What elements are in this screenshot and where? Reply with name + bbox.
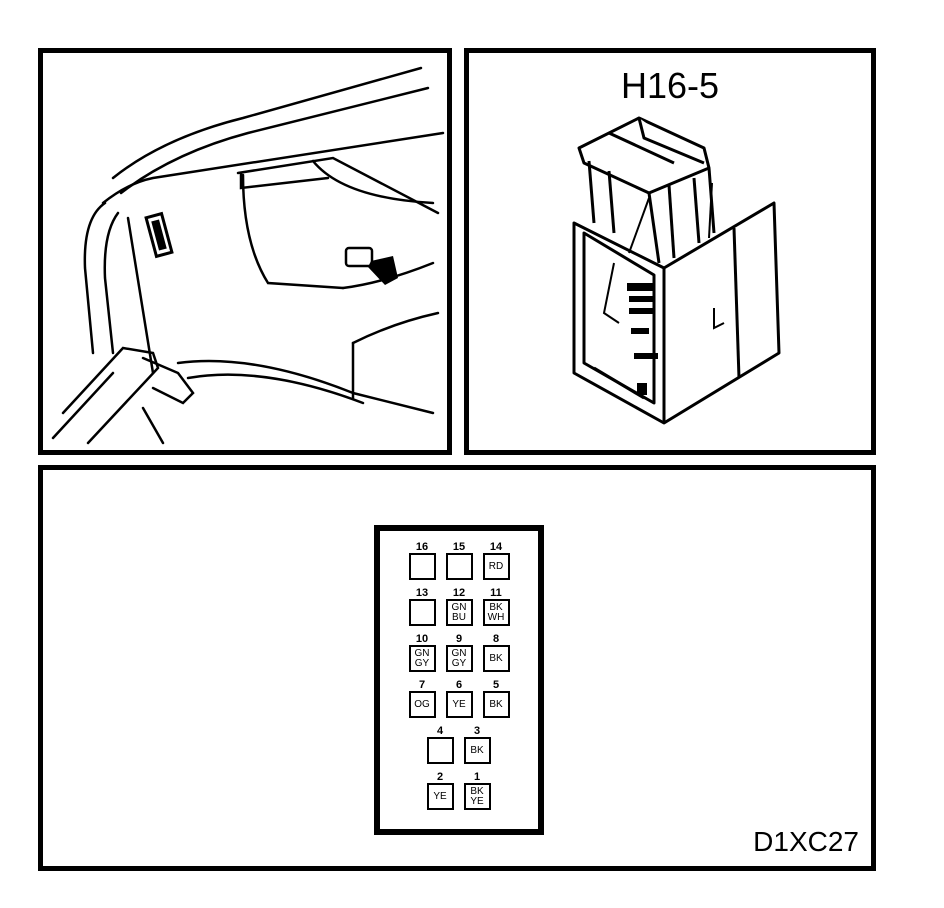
pin-number: 5 — [492, 679, 500, 691]
pin-number: 7 — [418, 679, 426, 691]
diagram-id: D1XC27 — [753, 826, 859, 857]
pin-number: 4 — [436, 725, 444, 737]
pin-cavity — [426, 737, 454, 764]
pin-number: 3 — [473, 725, 481, 737]
pin-cavity: YE — [426, 783, 454, 810]
pin-13: 13 — [402, 587, 442, 626]
pin-cavity: RD — [482, 553, 510, 580]
pin-number: 14 — [489, 541, 503, 553]
pin-cavity: BK — [482, 645, 510, 672]
connector-housing-illustration — [572, 116, 781, 425]
pin-number: 2 — [436, 771, 444, 783]
pin-15: 15 — [439, 541, 479, 580]
pin-number: 16 — [415, 541, 429, 553]
wire-color-code: GN — [451, 647, 467, 659]
pin-cavity: BK — [482, 691, 510, 718]
pin-number: 8 — [492, 633, 500, 645]
wire-color-code: GY — [451, 657, 467, 669]
pin-cavity — [408, 599, 436, 626]
pin-4: 4 — [420, 725, 460, 764]
pin-number: 15 — [452, 541, 466, 553]
pin-16: 16 — [402, 541, 442, 580]
location-panel — [38, 48, 452, 455]
pin-number: 13 — [415, 587, 429, 599]
connector-housing-panel: H16-5 — [464, 48, 876, 455]
wire-color-code: YE — [470, 795, 484, 807]
wire-color-code: GN — [414, 647, 430, 659]
wire-color-code: WH — [487, 611, 505, 623]
wire-color-code: OG — [414, 698, 430, 710]
pin-cavity — [408, 553, 436, 580]
vehicle-trunk-location-illustration — [51, 66, 445, 445]
wire-color-code: YE — [433, 790, 447, 802]
wire-color-code: YE — [452, 698, 466, 710]
pin-cavity: OG — [408, 691, 436, 718]
wire-color-code: BK — [489, 601, 503, 613]
pin-cavity: YE — [445, 691, 473, 718]
wire-color-code: BK — [489, 652, 503, 664]
wire-color-code: GN — [451, 601, 467, 613]
pin-cavity: BK — [463, 737, 491, 764]
connector-id-title: H16-5 — [620, 65, 720, 106]
pin-cavity — [445, 553, 473, 580]
wire-color-code: BK — [470, 785, 484, 797]
pin-number: 9 — [455, 633, 463, 645]
pin-number: 10 — [415, 633, 429, 645]
wire-color-code: BK — [489, 698, 503, 710]
pin-number: 11 — [490, 587, 502, 599]
wire-color-code: RD — [488, 560, 504, 572]
pin-number: 1 — [473, 771, 481, 783]
wire-color-code: GY — [414, 657, 430, 669]
wire-color-code: BK — [470, 744, 484, 756]
pin-number: 6 — [455, 679, 463, 691]
pin-number: 12 — [452, 587, 466, 599]
wire-color-code: BU — [452, 611, 466, 623]
